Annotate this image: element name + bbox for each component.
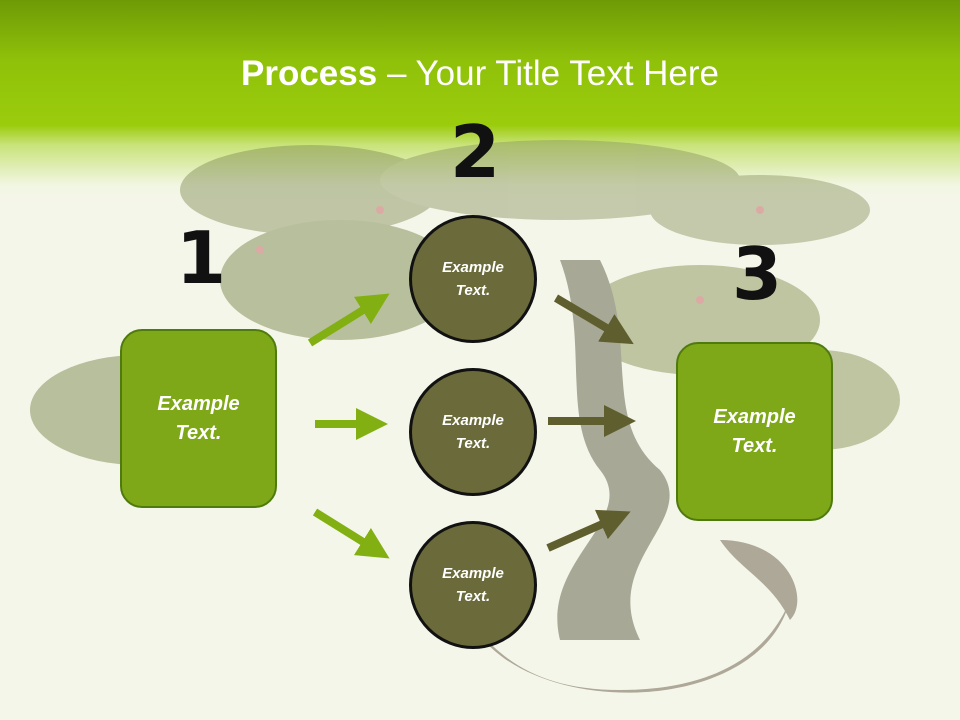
title-rest: – Your Title Text Here (377, 54, 719, 93)
step-1-text: Example Text. (157, 392, 240, 444)
header-band (0, 0, 960, 200)
step-number-1: 1 (176, 216, 227, 300)
page-title: Process – Your Title Text Here (0, 52, 960, 96)
circle-top: Example Text. (409, 215, 537, 343)
arrow-to-circle-bottom (312, 508, 390, 559)
step-3-box: Example Text. (676, 342, 833, 521)
circle-middle: Example Text. (409, 368, 537, 496)
circle-middle-text: Example Text. (442, 412, 504, 452)
circle-top-text: Example Text. (442, 259, 504, 299)
title-bold: Process (241, 54, 378, 93)
circle-bottom: Example Text. (409, 521, 537, 649)
arrow-from-circle-bottom (546, 509, 631, 552)
arrow-from-circle-top (553, 294, 634, 345)
arrow-to-circle-top (307, 293, 390, 347)
circle-bottom-text: Example Text. (442, 565, 504, 605)
step-1-box: Example Text. (120, 329, 277, 508)
step-3-text: Example Text. (713, 405, 796, 457)
step-number-3: 3 (732, 232, 783, 316)
step-number-2: 2 (450, 110, 501, 194)
